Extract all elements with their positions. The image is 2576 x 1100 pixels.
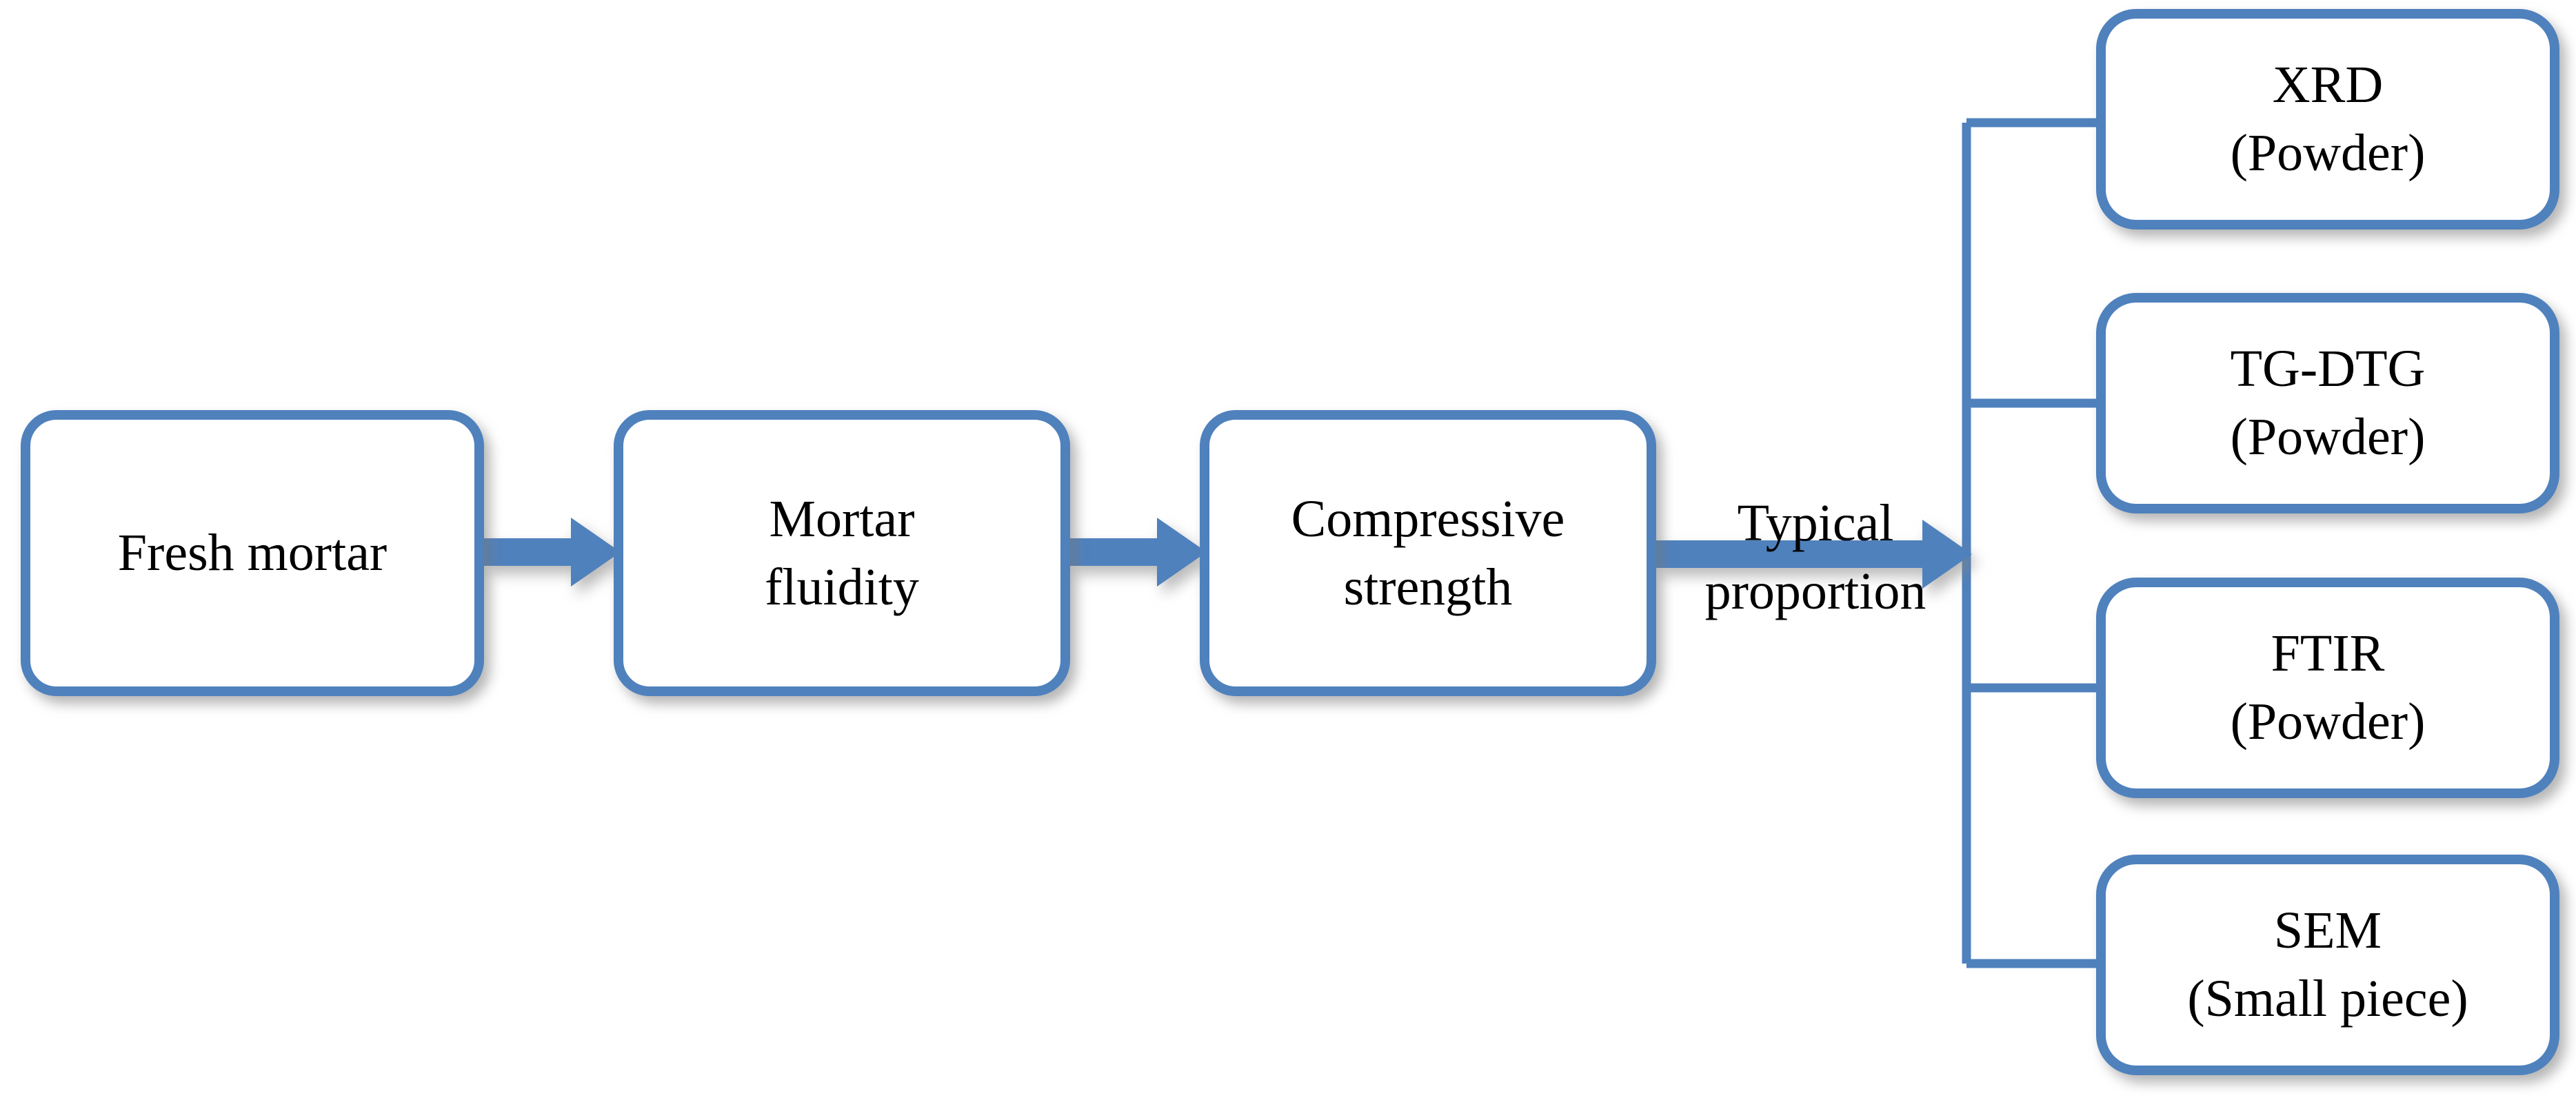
node-xrd[interactable]: XRD (Powder) <box>2096 9 2559 230</box>
node-sem[interactable]: SEM (Small piece) <box>2096 855 2559 1075</box>
node-fresh-mortar[interactable]: Fresh mortar <box>21 410 484 696</box>
node-tg-dtg-label: TG-DTG (Powder) <box>2230 340 2426 466</box>
node-compressive-strength-label: Compressive strength <box>1291 489 1565 616</box>
arrow-compressive-strength-to-analyses <box>1655 516 1972 593</box>
arrow-mortar-fluidity-to-compressive-strength <box>1069 513 1207 591</box>
node-ftir[interactable]: FTIR (Powder) <box>2096 578 2559 798</box>
arrow-fresh-mortar-to-mortar-fluidity <box>483 513 621 591</box>
node-compressive-strength[interactable]: Compressive strength <box>1200 410 1656 696</box>
analysis-bracket-connector <box>1958 110 2103 979</box>
node-fresh-mortar-label: Fresh mortar <box>117 524 388 582</box>
node-sem-label: SEM (Small piece) <box>2187 902 2468 1028</box>
node-mortar-fluidity-label: Mortar fluidity <box>765 489 919 616</box>
node-ftir-label: FTIR (Powder) <box>2230 624 2426 751</box>
node-tg-dtg[interactable]: TG-DTG (Powder) <box>2096 293 2559 513</box>
node-mortar-fluidity[interactable]: Mortar fluidity <box>614 410 1070 696</box>
node-xrd-label: XRD (Powder) <box>2230 56 2426 182</box>
